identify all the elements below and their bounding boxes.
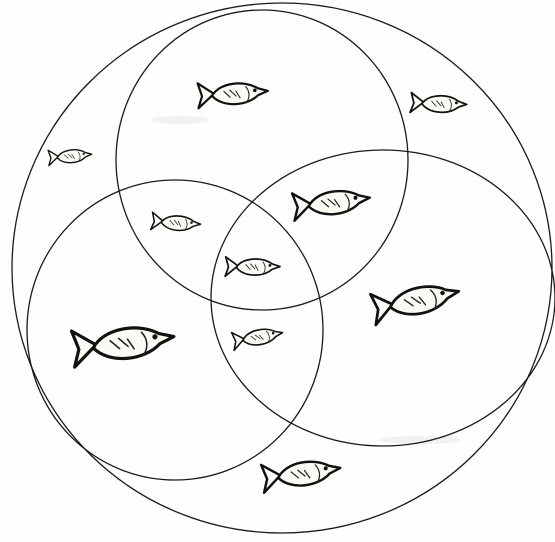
paper-smudge	[150, 116, 210, 124]
fish-body	[161, 214, 201, 232]
fish-left-right-overlap	[232, 326, 284, 351]
fish-body	[212, 82, 269, 105]
fish-top-left-overlap	[151, 212, 202, 235]
fish-layer	[48, 81, 467, 493]
fish-top-region	[198, 81, 269, 108]
fish-body	[236, 258, 280, 276]
fish-body	[388, 281, 461, 319]
fish-right-region	[370, 279, 462, 325]
fish-body	[92, 324, 176, 361]
fish-outer-left	[48, 148, 92, 166]
fish-body	[421, 94, 467, 114]
fish-outer-bottom	[261, 457, 342, 493]
fish-body	[57, 149, 92, 164]
fish-body	[242, 327, 284, 347]
fish-top-right-overlap	[292, 187, 371, 221]
right-circle	[211, 150, 555, 446]
fish-center	[225, 257, 280, 278]
fish-outer-top-right	[410, 93, 467, 117]
outer-circle	[12, 3, 552, 533]
fish-left-region	[71, 322, 175, 367]
fish-body	[277, 458, 342, 488]
fish-body	[308, 188, 371, 216]
